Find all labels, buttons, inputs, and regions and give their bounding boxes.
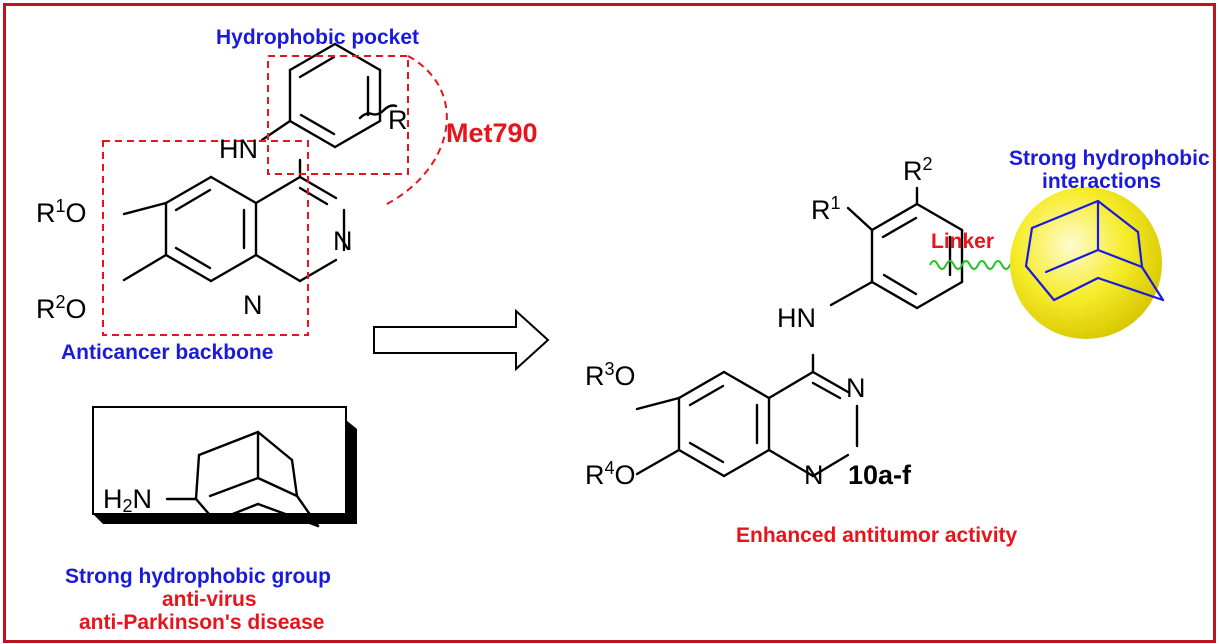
strong-interactions-label-line1: Strong hydrophobic bbox=[1009, 147, 1210, 170]
left-quinazoline-structure bbox=[122, 42, 398, 283]
left-r2-oxygen: O bbox=[65, 294, 87, 324]
adamantane-cage bbox=[1024, 199, 1165, 302]
right-r1-atom: R1 bbox=[811, 194, 841, 225]
left-r1-letter: R bbox=[36, 198, 56, 228]
linker-wave bbox=[929, 260, 1027, 270]
dashed-region-boxes bbox=[102, 55, 448, 336]
met790-label: Met790 bbox=[446, 118, 538, 148]
right-r3o-atom: R3O bbox=[585, 360, 636, 391]
enhanced-activity-label: Enhanced antitumor activity bbox=[736, 524, 1018, 547]
left-r1o-atom: R1O bbox=[36, 197, 87, 228]
amantadine-sub: 2 bbox=[122, 496, 133, 516]
left-hn-atom: HN bbox=[219, 134, 258, 164]
right-quinazoline-structure bbox=[635, 186, 964, 478]
hydrophobic-sphere bbox=[1010, 187, 1162, 339]
anti-parkinson-label: anti-Parkinson's disease bbox=[79, 611, 325, 634]
right-r1-letter: R bbox=[811, 195, 831, 225]
linker-label: Linker bbox=[931, 230, 995, 253]
strong-hydrophobic-group-label: Strong hydrophobic group bbox=[65, 565, 331, 588]
right-r4-letter: R bbox=[585, 460, 605, 490]
right-hn-atom: HN bbox=[777, 303, 816, 333]
left-r1-oxygen: O bbox=[65, 198, 87, 228]
amantadine-nh2-atom: H2N bbox=[103, 484, 153, 516]
left-r2-letter: R bbox=[36, 294, 56, 324]
right-r3-oxygen: O bbox=[614, 361, 636, 391]
reaction-arrow bbox=[373, 308, 550, 372]
amantadine-n: N bbox=[132, 484, 153, 514]
anticancer-backbone-label: Anticancer backbone bbox=[61, 341, 274, 364]
right-r4-oxygen: O bbox=[614, 460, 636, 490]
left-r2-superscript: 2 bbox=[55, 292, 66, 312]
left-n-lower-atom: N bbox=[243, 290, 263, 320]
outer-frame bbox=[3, 3, 1216, 643]
amantadine-h: H bbox=[103, 484, 123, 514]
left-r2o-atom: R2O bbox=[36, 293, 87, 324]
right-r2-atom: R2 bbox=[903, 155, 933, 186]
right-r3-superscript: 3 bbox=[604, 359, 615, 379]
right-r3-letter: R bbox=[585, 361, 605, 391]
left-r1-superscript: 1 bbox=[55, 196, 66, 216]
left-n-upper-atom: N bbox=[333, 226, 353, 256]
right-r1-superscript: 1 bbox=[830, 193, 841, 213]
strong-interactions-label-line2: interactions bbox=[1042, 170, 1162, 193]
right-r4-superscript: 4 bbox=[604, 458, 615, 478]
compound-label: 10a-f bbox=[848, 460, 912, 490]
right-r2-letter: R bbox=[903, 156, 923, 186]
right-r4o-atom: R4O bbox=[585, 459, 636, 490]
left-r-atom: R bbox=[388, 105, 408, 135]
right-n-upper-atom: N bbox=[846, 373, 866, 403]
amantadine-structure bbox=[165, 430, 320, 528]
amantadine-panel bbox=[92, 406, 357, 524]
anti-virus-label: anti-virus bbox=[162, 588, 257, 611]
right-n-lower-atom: N bbox=[804, 460, 824, 490]
hydrophobic-pocket-label: Hydrophobic pocket bbox=[216, 26, 420, 49]
right-r2-superscript: 2 bbox=[922, 154, 933, 174]
